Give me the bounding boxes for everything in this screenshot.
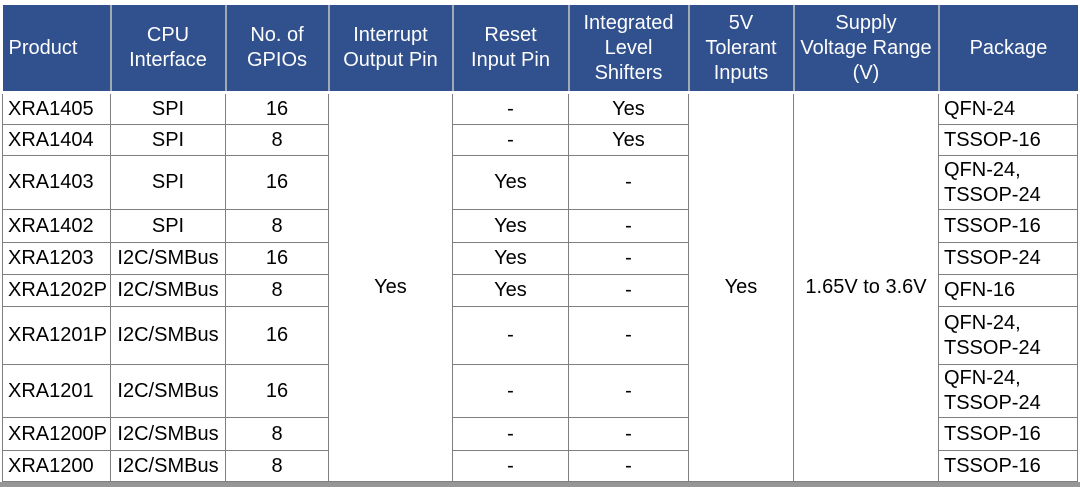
cell-gpios: 16	[225, 364, 329, 418]
cell-product: XRA1203	[2, 242, 111, 275]
table-row: XRA1405 SPI 16 Yes - Yes Yes 1.65V to 3.…	[2, 92, 1078, 482]
cell-package: TSSOP-16	[938, 450, 1078, 482]
table-row: XRA1404 SPI 8 - Yes TSSOP-16	[2, 124, 1078, 156]
cell-cpu-interface: SPI	[110, 124, 226, 156]
cell-package: QFN-24	[938, 92, 1078, 125]
cell-product: XRA1200	[2, 450, 111, 482]
cell-package: TSSOP-16	[938, 124, 1078, 156]
cell-gpios: 16	[225, 242, 329, 275]
column-header-integrated-level-shifters: Integrated Level Shifters	[567, 5, 689, 94]
cell-gpios: 8	[225, 124, 329, 156]
cell-product: XRA1403	[2, 155, 111, 210]
cell-reset-input-pin: Yes	[452, 274, 569, 307]
cell-gpios: 8	[225, 209, 329, 243]
cell-level-shifters: Yes	[568, 92, 689, 125]
cell-cpu-interface: I2C/SMBus	[110, 306, 226, 365]
cell-cpu-interface: I2C/SMBus	[110, 274, 226, 307]
cell-product: XRA1201	[2, 364, 111, 418]
cell-gpios: 8	[225, 450, 329, 482]
cell-supply-voltage-range-merged: 1.65V to 3.6V	[793, 92, 939, 482]
column-header-no-of-gpios: No. of GPIOs	[224, 5, 329, 94]
column-header-5v-tolerant-inputs: 5V Tolerant Inputs	[687, 5, 794, 94]
cell-level-shifters: -	[568, 209, 689, 243]
cell-gpios: 16	[225, 306, 329, 365]
column-header-package: Package	[937, 5, 1078, 94]
column-header-product: Product	[2, 5, 111, 94]
cell-gpios: 8	[225, 274, 329, 307]
cell-product: XRA1201P	[2, 306, 111, 365]
cell-cpu-interface: I2C/SMBus	[110, 242, 226, 275]
cell-package: TSSOP-16	[938, 417, 1078, 451]
cell-reset-input-pin: -	[452, 364, 569, 418]
cell-package: QFN-24, TSSOP-24	[938, 155, 1078, 210]
cell-reset-input-pin: -	[452, 450, 569, 482]
cell-level-shifters: -	[568, 450, 689, 482]
cell-reset-input-pin: -	[452, 92, 569, 125]
cell-package: QFN-16	[938, 274, 1078, 307]
cell-level-shifters: -	[568, 242, 689, 275]
cell-package: QFN-24, TSSOP-24	[938, 306, 1078, 365]
cell-level-shifters: -	[568, 155, 689, 210]
table-row: XRA1403 SPI 16 Yes - QFN-24, TSSOP-24	[2, 155, 1078, 210]
cell-package: QFN-24, TSSOP-24	[938, 364, 1078, 418]
column-header-supply-voltage-range: Supply Voltage Range (V)	[792, 5, 939, 94]
table-row: XRA1200 I2C/SMBus 8 - - TSSOP-16	[2, 450, 1078, 482]
cell-gpios: 16	[225, 92, 329, 125]
cell-cpu-interface: I2C/SMBus	[110, 364, 226, 418]
table-row: XRA1202P I2C/SMBus 8 Yes - QFN-16	[2, 274, 1078, 307]
table-header-row: Product CPU Interface No. of GPIOs Inter…	[2, 5, 1078, 94]
cell-reset-input-pin: Yes	[452, 242, 569, 275]
cell-product: XRA1402	[2, 209, 111, 243]
cell-product: XRA1404	[2, 124, 111, 156]
column-header-cpu-interface: CPU Interface	[109, 5, 226, 94]
cell-reset-input-pin: Yes	[452, 209, 569, 243]
cell-reset-input-pin: Yes	[452, 155, 569, 210]
cell-package: TSSOP-24	[938, 242, 1078, 275]
cell-cpu-interface: I2C/SMBus	[110, 450, 226, 482]
cell-level-shifters: Yes	[568, 124, 689, 156]
cell-cpu-interface: SPI	[110, 155, 226, 210]
cell-level-shifters: -	[568, 306, 689, 365]
column-header-reset-input-pin: Reset Input Pin	[451, 5, 569, 94]
cell-gpios: 16	[225, 155, 329, 210]
table-bottom-border-bar	[0, 482, 1080, 487]
column-header-interrupt-output-pin: Interrupt Output Pin	[327, 5, 453, 94]
cell-package: TSSOP-16	[938, 209, 1078, 243]
cell-reset-input-pin: -	[452, 124, 569, 156]
cell-5v-tolerant-inputs-merged: Yes	[688, 92, 794, 482]
cell-product: XRA1202P	[2, 274, 111, 307]
cell-interrupt-output-pin-merged: Yes	[328, 92, 453, 482]
cell-cpu-interface: SPI	[110, 209, 226, 243]
table-row: XRA1201 I2C/SMBus 16 - - QFN-24, TSSOP-2…	[2, 364, 1078, 418]
product-selection-table: Product CPU Interface No. of GPIOs Inter…	[2, 5, 1078, 482]
table-row: XRA1402 SPI 8 Yes - TSSOP-16	[2, 209, 1078, 243]
cell-level-shifters: -	[568, 364, 689, 418]
cell-gpios: 8	[225, 417, 329, 451]
cell-reset-input-pin: -	[452, 417, 569, 451]
cell-reset-input-pin: -	[452, 306, 569, 365]
cell-level-shifters: -	[568, 274, 689, 307]
cell-product: XRA1405	[2, 92, 111, 125]
cell-level-shifters: -	[568, 417, 689, 451]
cell-product: XRA1200P	[2, 417, 111, 451]
cell-cpu-interface: I2C/SMBus	[110, 417, 226, 451]
cell-cpu-interface: SPI	[110, 92, 226, 125]
